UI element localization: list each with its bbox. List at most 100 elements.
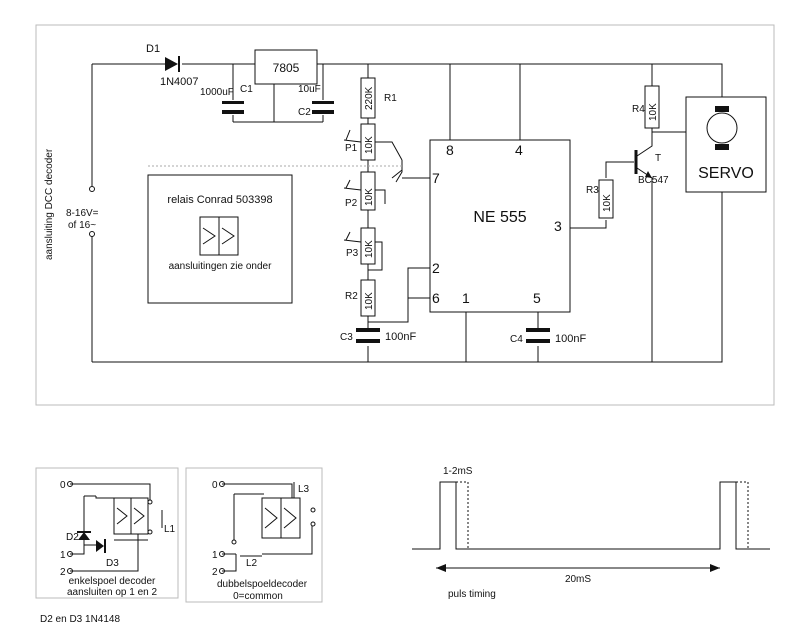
- d3-label: D3: [106, 558, 119, 569]
- servo-label: SERVO: [698, 165, 754, 182]
- dc-label-2: 2: [212, 567, 218, 578]
- relay-note: aansluitingen zie onder: [169, 261, 273, 272]
- potentiometer-p2: [343, 171, 376, 211]
- supply-terminal-plus: [89, 186, 95, 192]
- output-wire: [570, 161, 634, 229]
- r3-ref: R3: [586, 185, 599, 196]
- sc-terminal-1: [67, 551, 73, 557]
- ne555-ic: [429, 139, 571, 313]
- c1-ref: C1: [240, 84, 253, 95]
- transistor-value: BC547: [638, 175, 669, 186]
- p1-ref: P1: [345, 143, 358, 154]
- potentiometer-p1: [343, 123, 376, 161]
- potentiometer-p3: [343, 227, 376, 265]
- pin8-pin4-wires: [449, 64, 521, 140]
- resistor-r1: [360, 77, 376, 119]
- ic-pin1: 1: [462, 290, 470, 306]
- c2-ref: C2: [298, 107, 311, 118]
- d1-value: 1N4007: [160, 76, 199, 88]
- ic-name: NE 555: [473, 209, 526, 226]
- sc-caption-2: aansluiten op 1 en 2: [67, 587, 158, 598]
- pin2-pin6-wires: [368, 267, 430, 323]
- ic-pin3: 3: [554, 218, 562, 234]
- r4-value: 10K: [648, 103, 659, 121]
- p2-ref: P2: [345, 198, 358, 209]
- c3-value: 100nF: [385, 331, 416, 343]
- dc-caption-2: 0=common: [233, 591, 283, 602]
- resistor-r3: [598, 179, 614, 219]
- sc-terminal-0: [67, 481, 73, 487]
- dc-terminal-2: [219, 568, 225, 574]
- single-coil-wiring: [70, 483, 151, 572]
- transistor-t: [634, 132, 653, 362]
- l2-label: L2: [246, 558, 258, 569]
- d2-label: D2: [66, 532, 79, 543]
- ic-pin5: 5: [533, 290, 541, 306]
- dc-label-1: 1: [212, 550, 218, 561]
- diode-d3: [96, 539, 106, 553]
- ic-pin2: 2: [432, 260, 440, 276]
- p1-value: 10K: [364, 136, 375, 154]
- regulator-label: 7805: [273, 61, 300, 75]
- sc-relay-icon: [95, 496, 149, 541]
- dcc-connection-label: aansluiting DCC decoder: [44, 148, 55, 260]
- double-coil-frame: [185, 467, 323, 603]
- dc-contact-top: [310, 507, 316, 513]
- dc-relay-icon: [261, 497, 301, 539]
- c1-value: 1000uF: [200, 87, 234, 98]
- sc-label-2: 2: [60, 567, 66, 578]
- c2-value: 10uF: [298, 84, 321, 95]
- l3-label: L3: [298, 484, 310, 495]
- ic-pin8: 8: [446, 142, 454, 158]
- supply-voltage-label: 8-16V=: [66, 208, 99, 219]
- l1-label: L1: [164, 524, 176, 535]
- p3-ref: P3: [346, 248, 359, 259]
- p3-value: 10K: [364, 240, 375, 258]
- c4-ref: C4: [510, 334, 523, 345]
- dc-terminal-1: [219, 551, 225, 557]
- diode-note: D2 en D3 1N4148: [40, 614, 120, 625]
- capacitor-c4: [526, 328, 550, 343]
- sc-label-0: 0: [60, 480, 66, 491]
- ground-rail: [92, 192, 723, 363]
- motor-icon: [706, 106, 738, 150]
- dc-label-0: 0: [212, 480, 218, 491]
- single-coil-frame: [35, 467, 179, 599]
- diode-d2: [77, 531, 91, 540]
- main-circuit-frame: [35, 24, 775, 406]
- r2-value: 10K: [364, 292, 375, 310]
- period-label: 20mS: [565, 574, 591, 585]
- c3-ref: C3: [340, 332, 353, 343]
- resistor-r4: [644, 85, 660, 129]
- relay-switch-contacts: [368, 141, 403, 271]
- dc-common-dot: [231, 539, 237, 545]
- p2-value: 10K: [364, 188, 375, 206]
- period-arrow: [436, 564, 720, 572]
- diode-d1: [165, 56, 180, 72]
- timing-caption: puls timing: [448, 589, 496, 600]
- capacitor-c3: [356, 328, 380, 343]
- dc-caption-1: dubbelspoeldecoder: [217, 579, 308, 590]
- dc-contact-bottom: [310, 521, 316, 527]
- d1-ref: D1: [146, 43, 160, 55]
- ic-pin6: 6: [432, 290, 440, 306]
- supply-terminal-minus: [89, 231, 95, 237]
- ic-pin7: 7: [432, 170, 440, 186]
- ic-pin4: 4: [515, 142, 523, 158]
- sc-contact-top: [147, 499, 153, 505]
- r4-ref: R4: [632, 104, 645, 115]
- resistor-r2: [360, 279, 376, 317]
- voltage-regulator: [254, 49, 318, 85]
- r3-value: 10K: [602, 194, 613, 212]
- sc-caption-1: enkelspoel decoder: [69, 576, 156, 587]
- r1-value: 220K: [364, 86, 375, 110]
- sc-terminal-2: [67, 568, 73, 574]
- transistor-ref: T: [655, 153, 661, 164]
- pulse-width-variation: [456, 481, 749, 549]
- sc-label-1: 1: [60, 550, 66, 561]
- r1-ref: R1: [384, 93, 397, 104]
- r2-ref: R2: [345, 291, 358, 302]
- capacitor-c1: [222, 101, 244, 114]
- pulse-width-label: 1-2mS: [443, 466, 473, 477]
